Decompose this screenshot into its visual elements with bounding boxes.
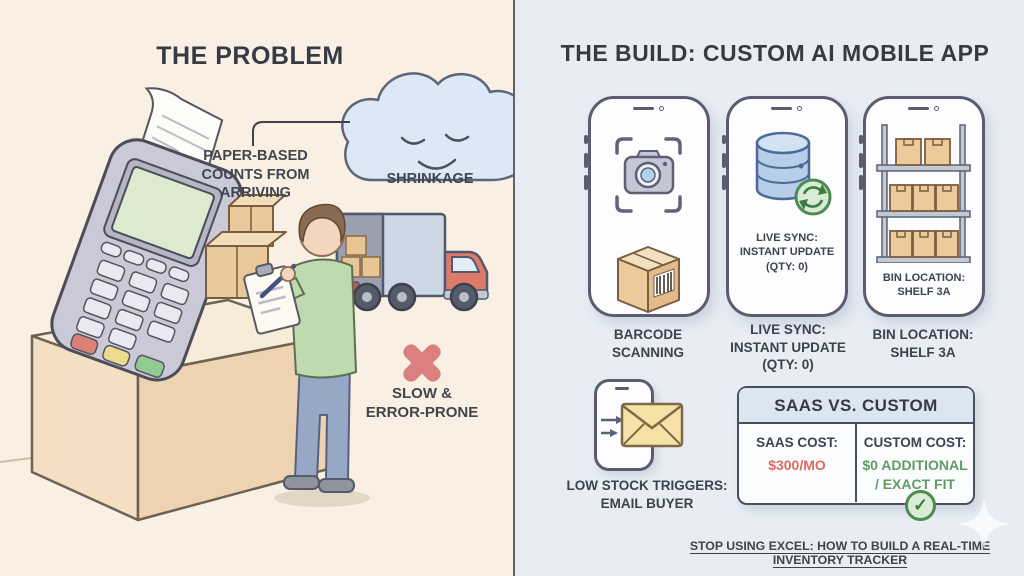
sync-icon: [794, 178, 832, 216]
shelf-bins-icon: [876, 124, 971, 263]
custom-column: CUSTOM COST: $0 ADDITIONAL / EXACT FIT: [855, 424, 973, 502]
phone-camera-dot: [797, 106, 802, 111]
saas-cost-value: $300/MO: [768, 457, 826, 473]
saas-cost-header: SAAS COST:: [756, 435, 838, 450]
bin-location-screen-text: BIN LOCATION: SHELF 3A: [882, 272, 966, 299]
email-envelope-icon: [620, 402, 684, 448]
phone-bin-location: BIN LOCATION: SHELF 3A: [859, 96, 985, 317]
barcode-scanning-label: BARCODE SCANNING: [611, 327, 684, 360]
slow-error-label: SLOW & ERROR-PRONE: [365, 385, 479, 422]
database-sync-icon: [755, 131, 832, 216]
phone-side-button: [584, 135, 588, 144]
build-title: THE BUILD: CUSTOM AI MOBILE APP: [560, 40, 990, 66]
footer-headline: STOP USING EXCEL: HOW TO BUILD A REAL-TI…: [689, 539, 991, 567]
problem-scene: [0, 72, 513, 522]
red-x-icon: [403, 344, 441, 382]
live-sync-label: LIVE SYNC: INSTANT UPDATE (QTY: 0): [730, 322, 846, 373]
phone-barcode-scanning: [584, 96, 710, 317]
comparison-table: SAAS VS. CUSTOM SAAS COST: $300/MO CUSTO…: [737, 386, 975, 505]
green-checkmark-icon: ✓: [905, 490, 936, 521]
custom-cost-header: CUSTOM COST:: [863, 435, 967, 450]
send-arrows-icon: [601, 416, 624, 437]
custom-cost-value: $0 ADDITIONAL / EXACT FIT: [862, 457, 968, 492]
phone-side-button: [722, 175, 726, 190]
phone-side-button: [859, 153, 863, 168]
phone-side-button: [722, 153, 726, 168]
truck-wheels: [352, 282, 479, 312]
phone-side-button: [859, 135, 863, 144]
comparison-title: SAAS VS. CUSTOM: [739, 388, 973, 424]
panel-divider: [513, 0, 515, 576]
worker-clipboard-illustration: [243, 203, 370, 507]
problem-title: THE PROBLEM: [156, 42, 344, 70]
phone-camera-dot: [934, 106, 939, 111]
bin-location-label: BIN LOCATION: SHELF 3A: [872, 327, 974, 360]
saas-column: SAAS COST: $300/MO: [739, 424, 855, 502]
phone-speaker: [771, 107, 792, 110]
scan-frame-icon: [615, 137, 682, 213]
low-stock-label: LOW STOCK TRIGGERS: EMAIL BUYER: [566, 478, 728, 511]
phone-speaker: [908, 107, 929, 110]
phone-speaker: [633, 107, 654, 110]
sparkle-watermark-icon: [958, 498, 1010, 550]
phone-side-button: [584, 153, 588, 168]
phone-side-button: [584, 175, 588, 190]
pos-terminal-icon: [50, 87, 244, 382]
phone-side-button: [722, 135, 726, 144]
phone-speaker: [615, 387, 629, 390]
phone-side-button: [859, 175, 863, 190]
connector-line: [252, 121, 350, 146]
camera-scan-icon: [615, 137, 682, 313]
sad-cloud-icon: [341, 72, 513, 182]
live-sync-screen-text: LIVE SYNC: INSTANT UPDATE (QTY: 0): [739, 232, 835, 273]
phone-camera-dot: [659, 106, 664, 111]
delivery-truck-icon: [335, 212, 489, 312]
phone-live-sync: LIVE SYNC: INSTANT UPDATE (QTY: 0): [722, 96, 848, 317]
shrinkage-label: SHRINKAGE: [386, 171, 474, 187]
paper-based-label: PAPER-BASED COUNTS FROM ARRIVING: [201, 148, 310, 202]
barcode-box-icon: [617, 246, 680, 313]
clipboard-icon: [243, 262, 301, 335]
